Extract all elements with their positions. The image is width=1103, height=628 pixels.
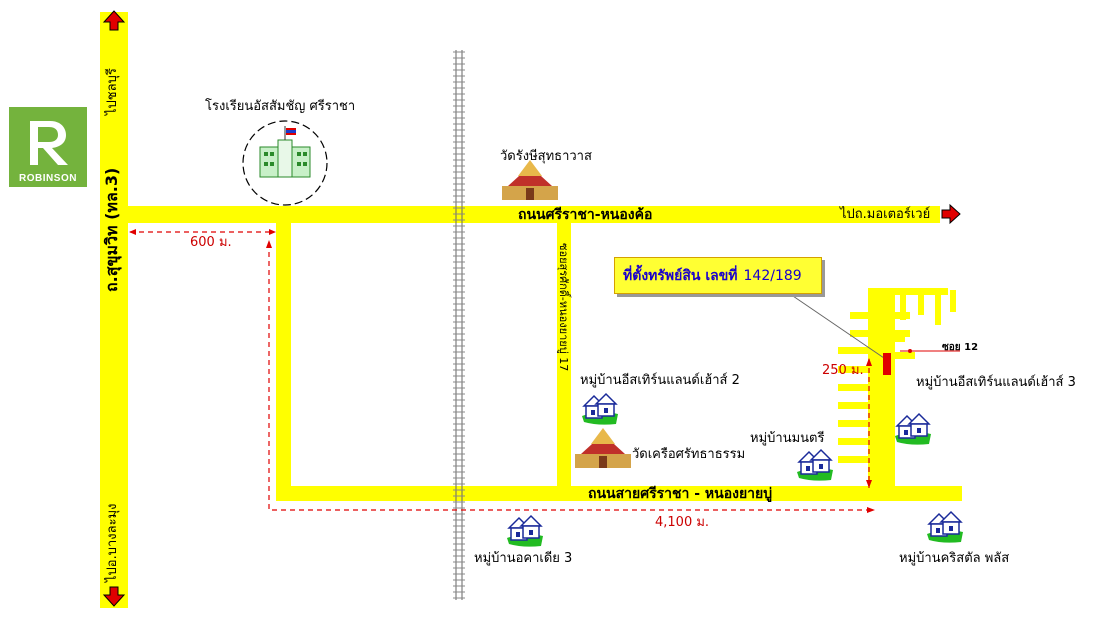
distance-4100-label: 4,100 ม.	[655, 515, 710, 530]
house-icon-eastern-land-2	[582, 392, 618, 425]
arrow-east-icon	[941, 203, 961, 225]
south-direction-label: ไปอ.บางละมุง	[105, 503, 120, 583]
eastern-land-2-label: หมู่บ้านอีสเทิร์นแลนด์เฮ้าส์ 2	[580, 373, 740, 388]
road-sai-sriracha	[276, 486, 962, 501]
school-icon	[242, 120, 328, 206]
school-label: โรงเรียนอัสสัมชัญ ศรีราชา	[205, 99, 356, 114]
wat-khruea-label: วัดเครือศรัทธาธรรม	[632, 447, 746, 462]
house-icon-crystal-plus	[927, 510, 963, 543]
distance-arrowheads	[129, 229, 875, 513]
distance-250-label: 250 ม.	[822, 363, 864, 378]
railway	[455, 50, 463, 600]
road-network	[100, 12, 962, 608]
house-icon-acacia-3	[507, 514, 543, 547]
robinson-logo: ROBINSON	[9, 107, 87, 187]
road-soi-17	[557, 223, 571, 488]
house-icon-monthri	[797, 448, 833, 481]
crystal-plus-label: หมู่บ้านคริสตัล พลัส	[899, 551, 1010, 566]
wat-rangsi-label: วัดรังษีสุทธาวาส	[500, 149, 592, 164]
north-direction-label: ไปชลบุรี	[105, 68, 120, 115]
road-sriracha-nongkho	[128, 206, 940, 223]
arrow-south-icon	[102, 586, 126, 607]
monthri-label: หมู่บ้านมนตรี	[750, 431, 825, 446]
sukhumvit-label: ถ.สุขุมวิท (ทล.3)	[102, 167, 121, 292]
road-sukhumvit	[100, 12, 128, 608]
property-marker	[883, 353, 891, 375]
soi-12-label: ซอย 12	[942, 342, 979, 353]
robinson-r-icon	[30, 121, 68, 165]
property-number: 142/189	[743, 267, 802, 284]
road-left-vertical	[276, 223, 291, 501]
property-callout: ที่ตั้งทรัพย์สิน เลขที่ 142/189	[614, 257, 822, 294]
acacia-3-label: หมู่บ้านอคาเดีย 3	[474, 551, 573, 566]
arrow-north-icon	[102, 10, 126, 31]
soi-17-label: ซอยสุรศักดิ์-หนองยายบู่ 17	[557, 243, 570, 372]
railway-ties	[453, 51, 465, 599]
temple-icon-khruea	[575, 428, 631, 468]
distance-lines	[130, 231, 872, 511]
eastern-land-3-label: หมู่บ้านอีสเทิร์นแลนด์เฮ้าส์ 3	[916, 375, 1076, 390]
temple-icon-rangsi	[502, 160, 558, 200]
distance-600-label: 600 ม.	[190, 235, 232, 250]
property-label: ที่ตั้งทรัพย์สิน เลขที่	[623, 267, 738, 284]
sriracha-nongkho-label: ถนนศรีราชา-หนองค้อ	[518, 207, 653, 223]
house-icon-eastern-land-3	[895, 412, 931, 445]
callout-leader	[789, 293, 885, 359]
motorway-direction-label: ไปถ.มอเตอร์เวย์	[840, 207, 931, 222]
sai-sriracha-label: ถนนสายศรีราชา - หนองยายบู่	[588, 486, 773, 502]
robinson-logo-text: ROBINSON	[19, 173, 77, 184]
